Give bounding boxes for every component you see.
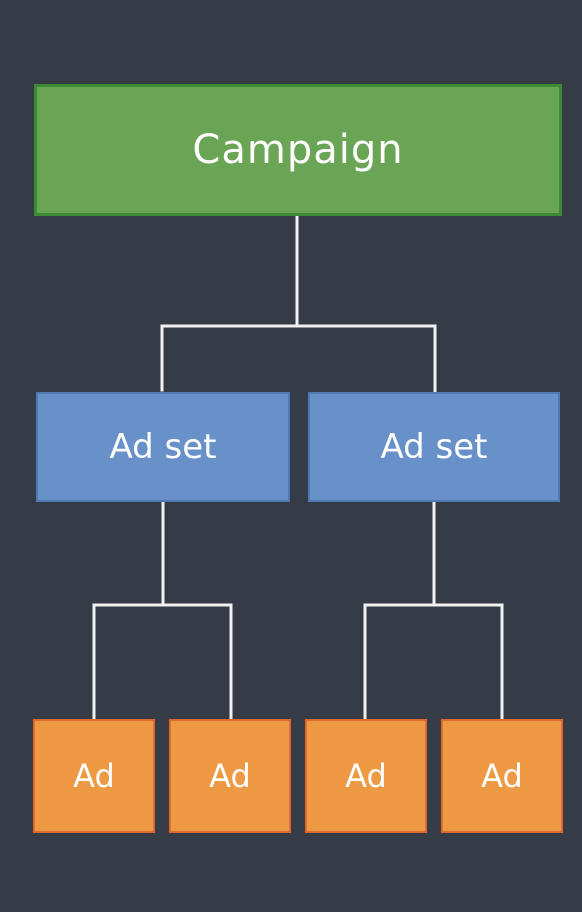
ad-label: Ad xyxy=(345,757,387,795)
ad-node: Ad xyxy=(169,719,291,833)
ad-node: Ad xyxy=(305,719,427,833)
connector-adset-2-to-ads xyxy=(363,500,504,721)
ad-set-node: Ad set xyxy=(36,392,290,502)
ad-label: Ad xyxy=(209,757,251,795)
connector-campaign-to-adsets xyxy=(160,214,437,394)
ad-node: Ad xyxy=(33,719,155,833)
campaign-label: Campaign xyxy=(192,127,404,173)
ad-label: Ad xyxy=(73,757,115,795)
ad-set-label: Ad set xyxy=(109,427,217,467)
connector-adset-1-to-ads xyxy=(92,500,233,721)
campaign-node: Campaign xyxy=(34,84,562,216)
ad-node: Ad xyxy=(441,719,563,833)
ad-label: Ad xyxy=(481,757,523,795)
ad-set-label: Ad set xyxy=(380,427,488,467)
ad-set-node: Ad set xyxy=(308,392,560,502)
